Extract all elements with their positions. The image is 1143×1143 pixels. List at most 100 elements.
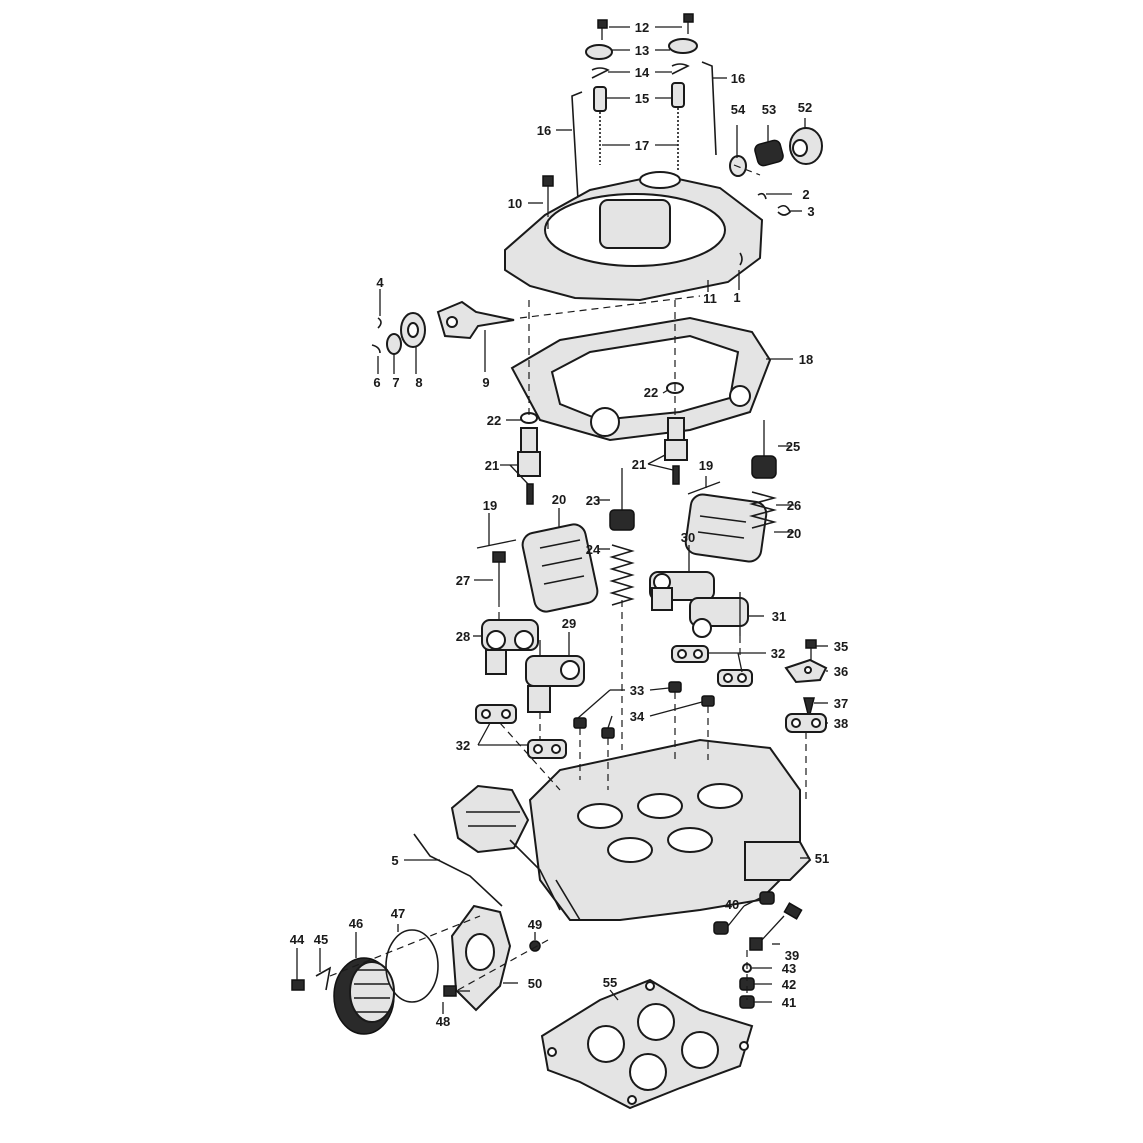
venturi-30 [649, 571, 715, 611]
retainer-plate-left [585, 44, 613, 60]
clip-4 [377, 317, 382, 329]
needle-seat-right [664, 417, 688, 485]
callout-3: 3 [807, 204, 814, 219]
callout-39: 39 [785, 948, 799, 963]
clip-2 [757, 192, 767, 200]
jet-33 [668, 681, 682, 693]
link-rod-5 [413, 833, 503, 907]
callout-20-left: 20 [552, 492, 566, 507]
fuel-filter [754, 139, 784, 167]
screw-35 [805, 639, 817, 662]
choke-vacuum-housing [450, 784, 530, 854]
callout-25: 25 [786, 439, 800, 454]
callout-34: 34 [630, 709, 645, 724]
callout-9: 9 [482, 375, 489, 390]
gasket-32-a [475, 704, 517, 724]
callout-13: 13 [635, 43, 649, 58]
gasket-38 [785, 713, 827, 733]
float-left [521, 523, 599, 613]
callout-28: 28 [456, 629, 470, 644]
air-horn-screw [542, 175, 554, 210]
pump-plunger [609, 468, 635, 531]
alignment-lines [329, 164, 807, 1000]
pump-spring [609, 544, 635, 606]
choke-housing-50 [450, 904, 512, 1012]
callout-2: 2 [802, 187, 809, 202]
part-drawings [291, 13, 828, 1110]
callout-46: 46 [349, 916, 363, 931]
callout-12: 12 [635, 20, 649, 35]
callout-33: 33 [630, 683, 644, 698]
callout-19-left: 19 [483, 498, 497, 513]
top-screw-right [683, 13, 694, 34]
throttle-linkage [509, 839, 581, 921]
callout-29: 29 [562, 616, 576, 631]
callout-24: 24 [586, 542, 601, 557]
valve-25 [751, 420, 777, 479]
callout-36: 36 [834, 664, 848, 679]
callout-23: 23 [586, 493, 600, 508]
screw-48 [443, 985, 470, 997]
clip-1 [739, 252, 743, 266]
callout-22-right: 22 [644, 385, 658, 400]
choke-cap-46 [333, 957, 395, 1035]
callout-53: 53 [762, 102, 776, 117]
callout-45: 45 [314, 932, 328, 947]
gasket-32-c [671, 645, 709, 663]
callout-43: 43 [782, 961, 796, 976]
retainer-plate-right [668, 38, 698, 54]
callout-19-right: 19 [699, 458, 713, 473]
clip-3 [777, 204, 791, 216]
inlet-fitting [789, 127, 823, 165]
jet-small-a [573, 717, 587, 729]
callout-41: 41 [782, 995, 796, 1010]
callout-48: 48 [436, 1014, 450, 1029]
spring-small-right [671, 63, 690, 75]
step-up-piston-right [671, 82, 685, 108]
callout-27: 27 [456, 573, 470, 588]
callout-6: 6 [373, 375, 380, 390]
lever-8 [400, 312, 426, 348]
callout-38: 38 [834, 716, 848, 731]
callout-52: 52 [798, 100, 812, 115]
pin-19-right [687, 481, 721, 495]
callout-55: 55 [603, 975, 617, 990]
cover-36 [784, 658, 828, 684]
venturi-29 [525, 640, 585, 713]
lever-9 [436, 300, 515, 340]
callout-32-right: 32 [771, 646, 785, 661]
callout-8: 8 [415, 375, 422, 390]
cap-41 [739, 995, 755, 1009]
callout-32-left: 32 [456, 738, 470, 753]
callout-44: 44 [290, 932, 305, 947]
plug-49 [529, 940, 541, 952]
callout-16-left: 16 [537, 123, 551, 138]
rod-right [701, 61, 717, 156]
callout-31: 31 [772, 609, 786, 624]
top-screw-left [597, 19, 608, 40]
screw-44 [291, 979, 305, 991]
callout-37: 37 [834, 696, 848, 711]
air-horn-body [504, 171, 764, 302]
callout-49: 49 [528, 917, 542, 932]
callout-11: 11 [703, 291, 717, 306]
callout-21-left: 21 [485, 458, 499, 473]
callout-16-right: 16 [731, 71, 745, 86]
callout-22-left: 22 [487, 413, 501, 428]
spring-26 [748, 491, 778, 529]
callout-4: 4 [376, 275, 384, 290]
screw-27 [492, 551, 506, 600]
main-body [528, 738, 812, 921]
callout-47: 47 [391, 906, 405, 921]
callout-30: 30 [681, 530, 695, 545]
screw-39 [749, 902, 803, 951]
callout-labels: 12 13 14 16 15 54 53 52 16 17 2 10 3 4 1… [290, 20, 848, 1029]
rod-left [571, 91, 583, 201]
jet-small-b [601, 727, 615, 739]
callout-1: 1 [733, 290, 740, 305]
spring-small-left [591, 67, 610, 79]
callout-50: 50 [528, 976, 542, 991]
callout-20-right: 20 [787, 526, 801, 541]
venturi-31 [689, 592, 749, 638]
